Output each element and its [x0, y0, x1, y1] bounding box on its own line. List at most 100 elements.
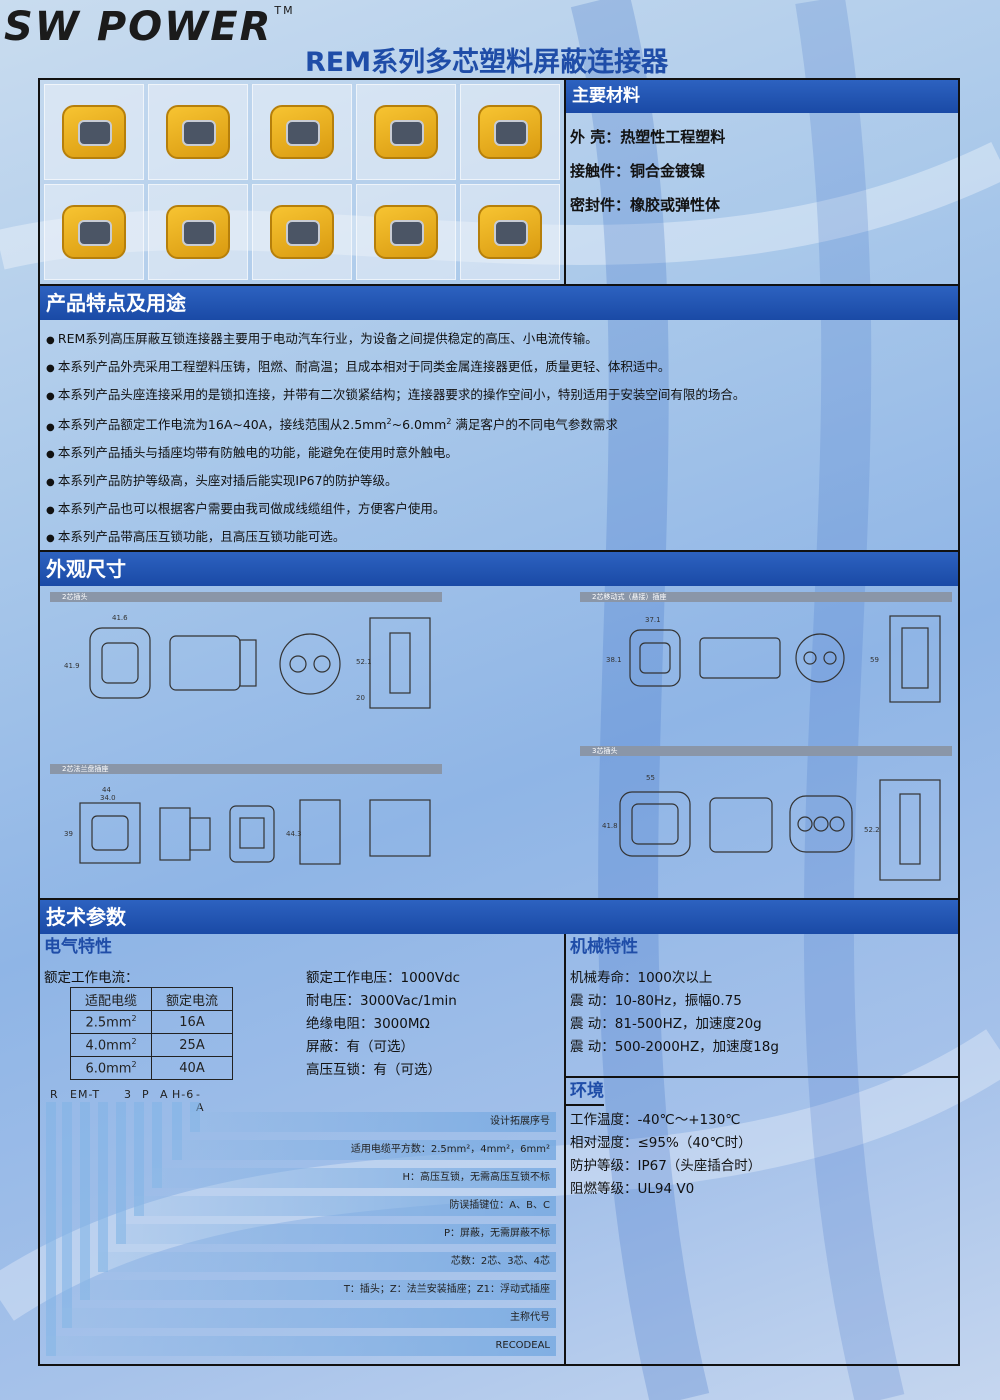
- env-row: 阻燃等级：UL94 V0: [570, 1181, 695, 1197]
- spec-voltage: 额定工作电压：1000Vdc: [306, 970, 461, 986]
- svg-text:52.2: 52.2: [864, 826, 880, 834]
- drawing-label: 3芯插头: [580, 746, 952, 756]
- environment-heading: 环境: [566, 1078, 604, 1106]
- code-row: T：插头；Z：法兰安装插座；Z1：浮动式插座: [80, 1280, 556, 1300]
- code-row: H：高压互锁，无需高压互锁不标: [152, 1168, 556, 1188]
- table-cell: 16A: [151, 1010, 233, 1034]
- table-cell: 25A: [151, 1033, 233, 1057]
- feature-item: 本系列产品也可以根据客户需要由我司做成线缆组件，方便客户使用。: [46, 496, 958, 524]
- product-photo: [356, 84, 456, 180]
- env-row: 相对湿度：≤95%（40℃时）: [570, 1135, 752, 1151]
- feature-item: 本系列产品额定工作电流为16A~40A，接线范围从2.5mm2~6.0mm2 满…: [46, 409, 958, 440]
- table-header-row: 适配电缆 额定电流: [70, 987, 233, 1011]
- svg-text:41.6: 41.6: [112, 614, 128, 622]
- features-list: REM系列高压屏蔽互锁连接器主要用于电动汽车行业，为设备之间提供稳定的高压、小电…: [40, 320, 958, 552]
- product-photo: [148, 184, 248, 280]
- product-photo: [44, 84, 144, 180]
- drawing-label: 2芯法兰盘插座: [50, 764, 442, 774]
- connector-icon: [166, 205, 230, 259]
- svg-text:37.1: 37.1: [645, 616, 661, 624]
- table-cell: 2.5mm2: [70, 1010, 152, 1034]
- connector-icon: [270, 205, 334, 259]
- table-row: 6.0mm2 40A: [70, 1056, 233, 1080]
- spec-interlock: 高压互锁：有（可选）: [306, 1062, 441, 1078]
- mechanical-panel: 机械特性 机械寿命：1000次以上 震 动：10-80Hz，振幅0.75 震 动…: [566, 934, 958, 1366]
- mech-row: 机械寿命：1000次以上: [570, 970, 713, 986]
- spec-sheet-frame: 主要材料 外 壳：热塑性工程塑料 接触件：铜合金镀镍 密封件：橡胶或弹性体 产品…: [38, 78, 960, 1366]
- table-cell: 4.0mm2: [70, 1033, 152, 1057]
- connector-icon: [374, 105, 438, 159]
- svg-text:52.1: 52.1: [356, 658, 372, 666]
- svg-text:44: 44: [102, 786, 111, 794]
- dimensions-section: 外观尺寸 2芯插头 2芯移动式（悬接）插座 2芯法兰盘插座 3芯插头 41.6 …: [40, 552, 958, 900]
- code-row: 芯数：2芯、3芯、4芯: [98, 1252, 556, 1272]
- electrical-heading: 电气特性: [44, 937, 112, 957]
- table-cell: 40A: [151, 1056, 233, 1080]
- product-photo: [252, 184, 352, 280]
- features-section: 产品特点及用途 REM系列高压屏蔽互锁连接器主要用于电动汽车行业，为设备之间提供…: [40, 286, 958, 552]
- feature-item: 本系列产品外壳采用工程塑料压铸，阻燃、耐高温；且成本相对于同类金属连接器更低，质…: [46, 354, 958, 382]
- materials-panel: 主要材料 外 壳：热塑性工程塑料 接触件：铜合金镀镍 密封件：橡胶或弹性体: [566, 80, 958, 284]
- spec-insulation: 绝缘电阻：3000MΩ: [306, 1016, 430, 1032]
- product-photo: [252, 84, 352, 180]
- connector-icon: [166, 105, 230, 159]
- svg-text:39: 39: [64, 830, 73, 838]
- svg-text:34.0: 34.0: [100, 794, 116, 802]
- drawing-3pin-plug: 55 41.8 52.2: [602, 774, 941, 881]
- electrical-panel: 电气特性 额定工作电流： 适配电缆 额定电流 2.5mm2 16A 4.0mm2…: [40, 934, 566, 1366]
- svg-text:44.3: 44.3: [286, 830, 302, 838]
- table-row: 4.0mm2 25A: [70, 1033, 233, 1057]
- code-row: P：屏蔽，无需屏蔽不标: [116, 1224, 556, 1244]
- connector-icon: [374, 205, 438, 259]
- feature-item: 本系列产品插头与插座均带有防触电的功能，能避免在使用时意外触电。: [46, 440, 958, 468]
- mech-row: 震 动：500-2000HZ，加速度18g: [570, 1039, 779, 1055]
- code-row: 设计拓展序号: [190, 1112, 556, 1132]
- connector-icon: [270, 105, 334, 159]
- rated-current-label: 额定工作电流：: [44, 970, 139, 986]
- svg-text:55: 55: [646, 774, 655, 782]
- feature-item: REM系列高压屏蔽互锁连接器主要用于电动汽车行业，为设备之间提供稳定的高压、小电…: [46, 326, 958, 354]
- code-row: 适用电缆平方数：2.5mm²，4mm²，6mm²: [172, 1140, 556, 1160]
- material-row: 接触件：铜合金镀镍: [570, 162, 706, 180]
- code-row: RECODEAL: [46, 1336, 556, 1356]
- table-row: 2.5mm2 16A: [70, 1010, 233, 1034]
- svg-text:59: 59: [870, 656, 879, 664]
- product-photo: [460, 184, 560, 280]
- drawing-2pin-plug: 41.6 41.9 52.1 20: [64, 614, 431, 709]
- svg-text:41.9: 41.9: [64, 662, 80, 670]
- drawing-label: 2芯插头: [50, 592, 442, 602]
- connector-icon: [62, 105, 126, 159]
- product-photo: [356, 184, 456, 280]
- connector-icon: [478, 105, 542, 159]
- environment-divider: [566, 1076, 958, 1078]
- table-header: 适配电缆: [70, 987, 152, 1011]
- materials-heading: 主要材料: [566, 80, 958, 113]
- product-photo-grid: [40, 80, 566, 284]
- drawing-2pin-flange-socket: 44 34.0 39 44.3: [64, 786, 431, 865]
- connector-icon: [62, 205, 126, 259]
- mech-row: 震 动：10-80Hz，振幅0.75: [570, 993, 742, 1009]
- table-cell: 6.0mm2: [70, 1056, 152, 1080]
- code-row: 防误插键位：A、B、C: [134, 1196, 556, 1216]
- svg-text:20: 20: [356, 694, 365, 702]
- features-heading: 产品特点及用途: [40, 286, 958, 320]
- current-table: 适配电缆 额定电流 2.5mm2 16A 4.0mm2 25A 6.0mm2 4…: [70, 987, 233, 1080]
- tech-section: 技术参数 电气特性 额定工作电流： 适配电缆 额定电流 2.5mm2 16A 4…: [40, 900, 958, 1366]
- top-section: 主要材料 外 壳：热塑性工程塑料 接触件：铜合金镀镍 密封件：橡胶或弹性体: [40, 80, 958, 286]
- env-row: 防护等级：IP67（头座插合时）: [570, 1158, 762, 1174]
- material-row: 外 壳：热塑性工程塑料: [570, 128, 726, 146]
- env-row: 工作温度：-40℃～+130℃: [570, 1112, 741, 1128]
- svg-text:41.8: 41.8: [602, 822, 618, 830]
- spec-withstand: 耐电压：3000Vac/1min: [306, 993, 457, 1009]
- tech-heading: 技术参数: [40, 900, 958, 934]
- svg-text:38.1: 38.1: [606, 656, 622, 664]
- table-header: 额定电流: [151, 987, 233, 1011]
- feature-item: 本系列产品头座连接采用的是锁扣连接，并带有二次锁紧结构；连接器要求的操作空间小，…: [46, 382, 958, 410]
- mech-row: 震 动：81-500HZ，加速度20g: [570, 1016, 762, 1032]
- product-photo: [44, 184, 144, 280]
- drawing-2pin-floating-socket: 37.1 38.1 59: [606, 615, 941, 703]
- product-photo: [460, 84, 560, 180]
- mechanical-heading: 机械特性: [570, 937, 638, 957]
- spec-shield: 屏蔽：有（可选）: [306, 1039, 414, 1055]
